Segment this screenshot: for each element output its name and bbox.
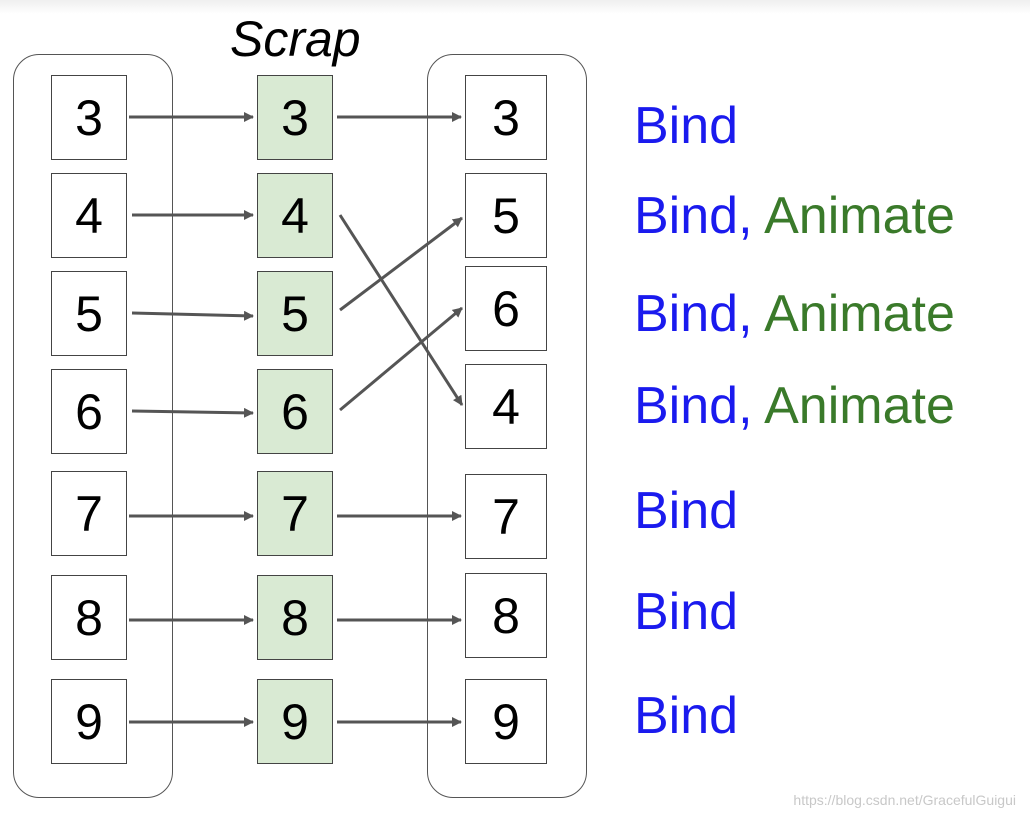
left-item: 9 [51, 679, 127, 764]
left-item: 6 [51, 369, 127, 454]
scrap-item: 7 [257, 471, 333, 556]
arrow [339, 306, 463, 412]
action-label: Bind [634, 96, 738, 156]
bind-text: Bind [634, 583, 739, 641]
left-group [13, 54, 173, 798]
scrap-item: 4 [257, 173, 333, 258]
scrap-item: 9 [257, 679, 333, 764]
bind-text: Bind, [634, 377, 753, 435]
arrow [338, 214, 464, 406]
left-item: 5 [51, 271, 127, 356]
right-group [427, 54, 587, 798]
animate-text: Animate [764, 285, 955, 343]
watermark: https://blog.csdn.net/GracefulGuigui [793, 792, 1016, 808]
arrow [131, 407, 254, 418]
scrap-item: 3 [257, 75, 333, 160]
action-label: Bind [634, 686, 738, 746]
left-item: 3 [51, 75, 127, 160]
right-item: 7 [465, 474, 547, 559]
scrap-item: 5 [257, 271, 333, 356]
arrow [131, 310, 254, 321]
bind-text: Bind, [634, 285, 753, 343]
right-item: 6 [465, 266, 547, 351]
right-item: 9 [465, 679, 547, 764]
left-item: 8 [51, 575, 127, 660]
action-label: Bind [634, 582, 738, 642]
animate-text: Animate [764, 187, 955, 245]
top-band [0, 0, 1030, 14]
bind-text: Bind [634, 482, 739, 540]
left-item: 7 [51, 471, 127, 556]
right-item: 5 [465, 173, 547, 258]
right-item: 8 [465, 573, 547, 658]
bind-text: Bind [634, 687, 739, 745]
arrow [339, 216, 463, 312]
action-label: Bind [634, 481, 738, 541]
right-item: 3 [465, 75, 547, 160]
action-label: Bind, Animate [634, 186, 955, 246]
right-item: 4 [465, 364, 547, 449]
action-label: Bind, Animate [634, 284, 955, 344]
animate-text: Animate [764, 377, 955, 435]
scrap-item: 6 [257, 369, 333, 454]
bind-text: Bind, [634, 187, 753, 245]
action-label: Bind, Animate [634, 376, 955, 436]
left-item: 4 [51, 173, 127, 258]
scrap-title: Scrap [230, 11, 361, 67]
scrap-item: 8 [257, 575, 333, 660]
bind-text: Bind [634, 97, 739, 155]
